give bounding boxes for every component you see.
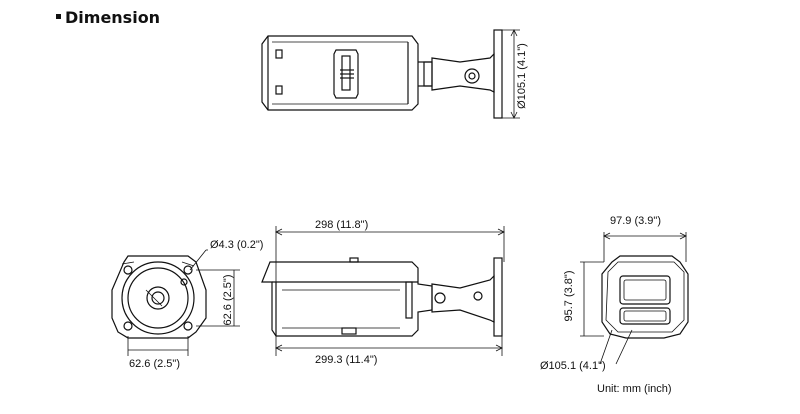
rear-diameter-label: Ø105.1 (4.1") — [540, 360, 606, 372]
page-title-text: Dimension — [65, 8, 161, 27]
rear-height-label: 95.7 (3.8") — [563, 271, 575, 322]
top-diameter-label: Ø105.1 (4.1") — [516, 43, 528, 109]
top-view — [261, 29, 520, 119]
bullet-icon — [56, 14, 61, 19]
front-hole-label: Ø4.3 (0.2") — [210, 239, 263, 251]
front-view — [111, 249, 240, 356]
side-view — [261, 226, 505, 356]
page-title: Dimension — [56, 8, 160, 27]
side-length-top-label: 298 (11.8") — [315, 219, 368, 231]
front-width-label: 62.6 (2.5") — [129, 358, 180, 370]
unit-note: Unit: mm (inch) — [597, 383, 672, 395]
rear-view — [580, 232, 689, 365]
front-height-label: 62.6 (2.5") — [222, 275, 234, 326]
side-length-bottom-label: 299.3 (11.4") — [315, 354, 377, 366]
rear-width-label: 97.9 (3.9") — [610, 215, 661, 227]
